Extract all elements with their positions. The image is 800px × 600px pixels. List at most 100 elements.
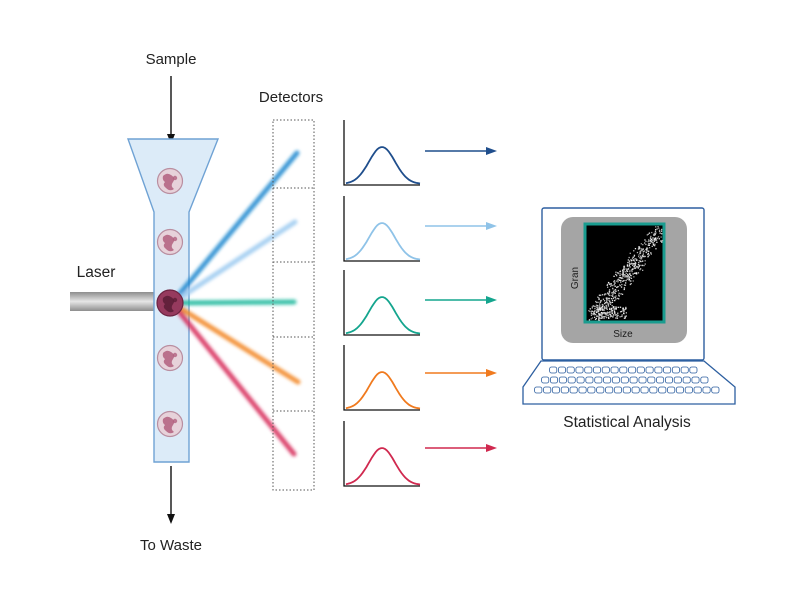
scatter-point bbox=[639, 257, 641, 259]
scatter-point bbox=[632, 264, 634, 266]
scatter-point bbox=[642, 255, 644, 257]
scatter-point bbox=[618, 279, 620, 281]
scatter-point bbox=[608, 282, 610, 284]
scatter-point bbox=[603, 317, 605, 320]
scatter-point bbox=[654, 230, 657, 232]
scatter-point bbox=[628, 278, 630, 281]
scatter-point bbox=[629, 277, 631, 279]
scatter-point bbox=[591, 307, 593, 309]
excited-cell-icon bbox=[156, 289, 184, 317]
scatter-point bbox=[630, 283, 632, 285]
keyboard-key bbox=[691, 376, 700, 384]
scatter-point bbox=[623, 317, 626, 319]
keyboard-key bbox=[629, 376, 638, 384]
keyboard-key bbox=[596, 386, 605, 394]
scatter-point bbox=[634, 266, 636, 268]
scatter-point bbox=[637, 267, 639, 269]
scatter-point bbox=[619, 270, 622, 272]
scatter-point bbox=[613, 310, 616, 312]
scatter-point bbox=[623, 268, 625, 270]
scatter-point bbox=[629, 252, 631, 254]
scatter-point bbox=[655, 232, 657, 234]
scatter-point bbox=[650, 235, 652, 238]
keyboard-key bbox=[631, 386, 640, 394]
scatter-point bbox=[627, 275, 629, 277]
scatter-point bbox=[605, 317, 608, 319]
scatter-point bbox=[598, 308, 600, 310]
scatter-point bbox=[611, 304, 613, 307]
plot-x-axis-label: Size bbox=[613, 329, 633, 340]
scatter-point bbox=[612, 316, 614, 318]
scatter-point bbox=[615, 280, 617, 282]
scatter-point bbox=[637, 266, 640, 268]
scatter-point bbox=[607, 314, 609, 316]
scatter-point bbox=[628, 256, 630, 259]
keyboard-key bbox=[541, 376, 550, 384]
scatter-point bbox=[606, 284, 608, 286]
scatter-point bbox=[592, 313, 594, 315]
scatter-point bbox=[606, 283, 609, 286]
scatter-point bbox=[594, 308, 596, 310]
scatter-point bbox=[622, 272, 624, 274]
scatter-point bbox=[593, 305, 595, 307]
scatter-point bbox=[640, 243, 642, 245]
scatter-point bbox=[642, 244, 644, 246]
keyboard-key bbox=[578, 386, 587, 394]
scatter-point bbox=[595, 313, 597, 315]
scatter-point bbox=[622, 280, 624, 282]
scatter-point bbox=[593, 311, 595, 313]
scatter-point bbox=[640, 268, 642, 270]
scatter-point bbox=[607, 305, 610, 307]
scatter-point bbox=[623, 288, 625, 291]
scatter-point bbox=[595, 311, 598, 313]
scatter-point bbox=[599, 305, 601, 307]
scatter-point bbox=[616, 286, 618, 289]
scatter-point bbox=[591, 310, 593, 312]
scatter-point bbox=[598, 308, 600, 310]
scatter-point bbox=[622, 271, 625, 273]
scatter-point bbox=[630, 277, 633, 279]
scatter-point bbox=[609, 314, 612, 316]
scatter-point bbox=[627, 259, 629, 261]
keyboard-key bbox=[640, 386, 649, 394]
scatter-point bbox=[638, 265, 640, 268]
cell-nucleus bbox=[162, 173, 175, 191]
keyboard-key bbox=[693, 386, 702, 394]
scatter-point bbox=[661, 241, 663, 243]
scatter-point bbox=[588, 310, 590, 312]
signal-arrows bbox=[425, 147, 497, 452]
scatter-point bbox=[649, 237, 652, 239]
scatter-point bbox=[621, 283, 623, 286]
scatter-point bbox=[595, 317, 597, 320]
scatter-point bbox=[635, 272, 638, 274]
keyboard-key bbox=[603, 376, 612, 384]
keyboard-keys bbox=[534, 366, 720, 394]
scatter-point bbox=[651, 245, 653, 247]
scatter-point bbox=[600, 300, 602, 303]
scatter-point bbox=[605, 293, 607, 295]
scatter-point bbox=[596, 315, 598, 317]
arrow-icon bbox=[425, 369, 497, 377]
keyboard-key bbox=[649, 386, 658, 394]
scatter-point bbox=[596, 304, 598, 307]
scatter-point bbox=[613, 308, 615, 310]
scatter-point bbox=[600, 300, 602, 302]
keyboard-key bbox=[576, 376, 585, 384]
statistical-analysis-label: Statistical Analysis bbox=[563, 414, 691, 431]
scatter-point bbox=[616, 314, 618, 316]
scatter-point bbox=[606, 298, 608, 300]
scatter-point bbox=[609, 283, 611, 285]
scatter-point bbox=[607, 293, 609, 295]
scatter-point bbox=[621, 310, 623, 313]
detectors-label: Detectors bbox=[259, 89, 323, 106]
scatter-point bbox=[653, 232, 656, 234]
scatter-point bbox=[612, 284, 614, 287]
keyboard-key bbox=[711, 386, 720, 394]
scatter-point bbox=[631, 268, 634, 270]
scatter-point bbox=[657, 236, 660, 238]
scatter-point bbox=[592, 305, 594, 307]
scatter-point bbox=[651, 240, 653, 242]
scatter-point bbox=[602, 298, 605, 300]
scatter-point bbox=[634, 264, 637, 266]
scatter-point bbox=[631, 257, 634, 259]
